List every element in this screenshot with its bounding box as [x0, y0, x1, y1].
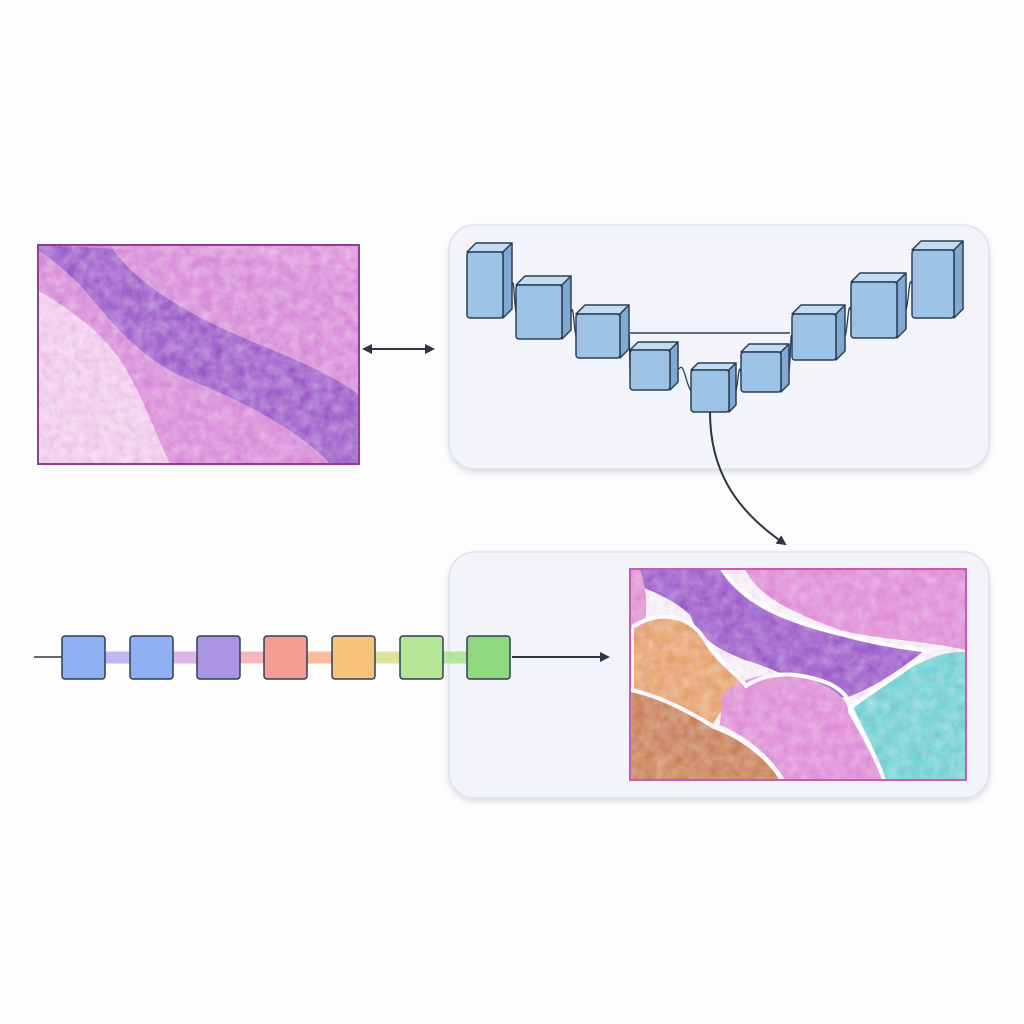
sequence-token [61, 635, 106, 680]
encoder-decoder-blocks [466, 240, 964, 413]
network-block [850, 272, 907, 339]
network-to-output-arrow [709, 411, 787, 546]
network-block [791, 304, 846, 361]
network-block [911, 240, 964, 319]
sequence-token [331, 635, 376, 680]
network-block [629, 341, 679, 391]
network-block [515, 275, 572, 340]
network-block [575, 304, 630, 359]
input-tissue-image [37, 244, 360, 465]
block-connector [677, 366, 692, 392]
sequence-connector [443, 651, 467, 664]
sequence-connector [105, 651, 130, 664]
sequence-connector [307, 651, 332, 664]
network-panel [448, 224, 990, 470]
sequence-token [129, 635, 174, 680]
sequence-connector [240, 651, 264, 664]
network-block [690, 362, 737, 413]
sequence-connector [173, 651, 197, 664]
sequence-token [399, 635, 444, 680]
network-block [740, 343, 790, 393]
feature-sequence-chain [61, 635, 511, 680]
sequence-connector [375, 651, 400, 664]
sequence-token [196, 635, 241, 680]
network-block [466, 242, 513, 319]
sequence-token [466, 635, 511, 680]
sequence-token [263, 635, 308, 680]
segmented-output-image [629, 568, 967, 781]
